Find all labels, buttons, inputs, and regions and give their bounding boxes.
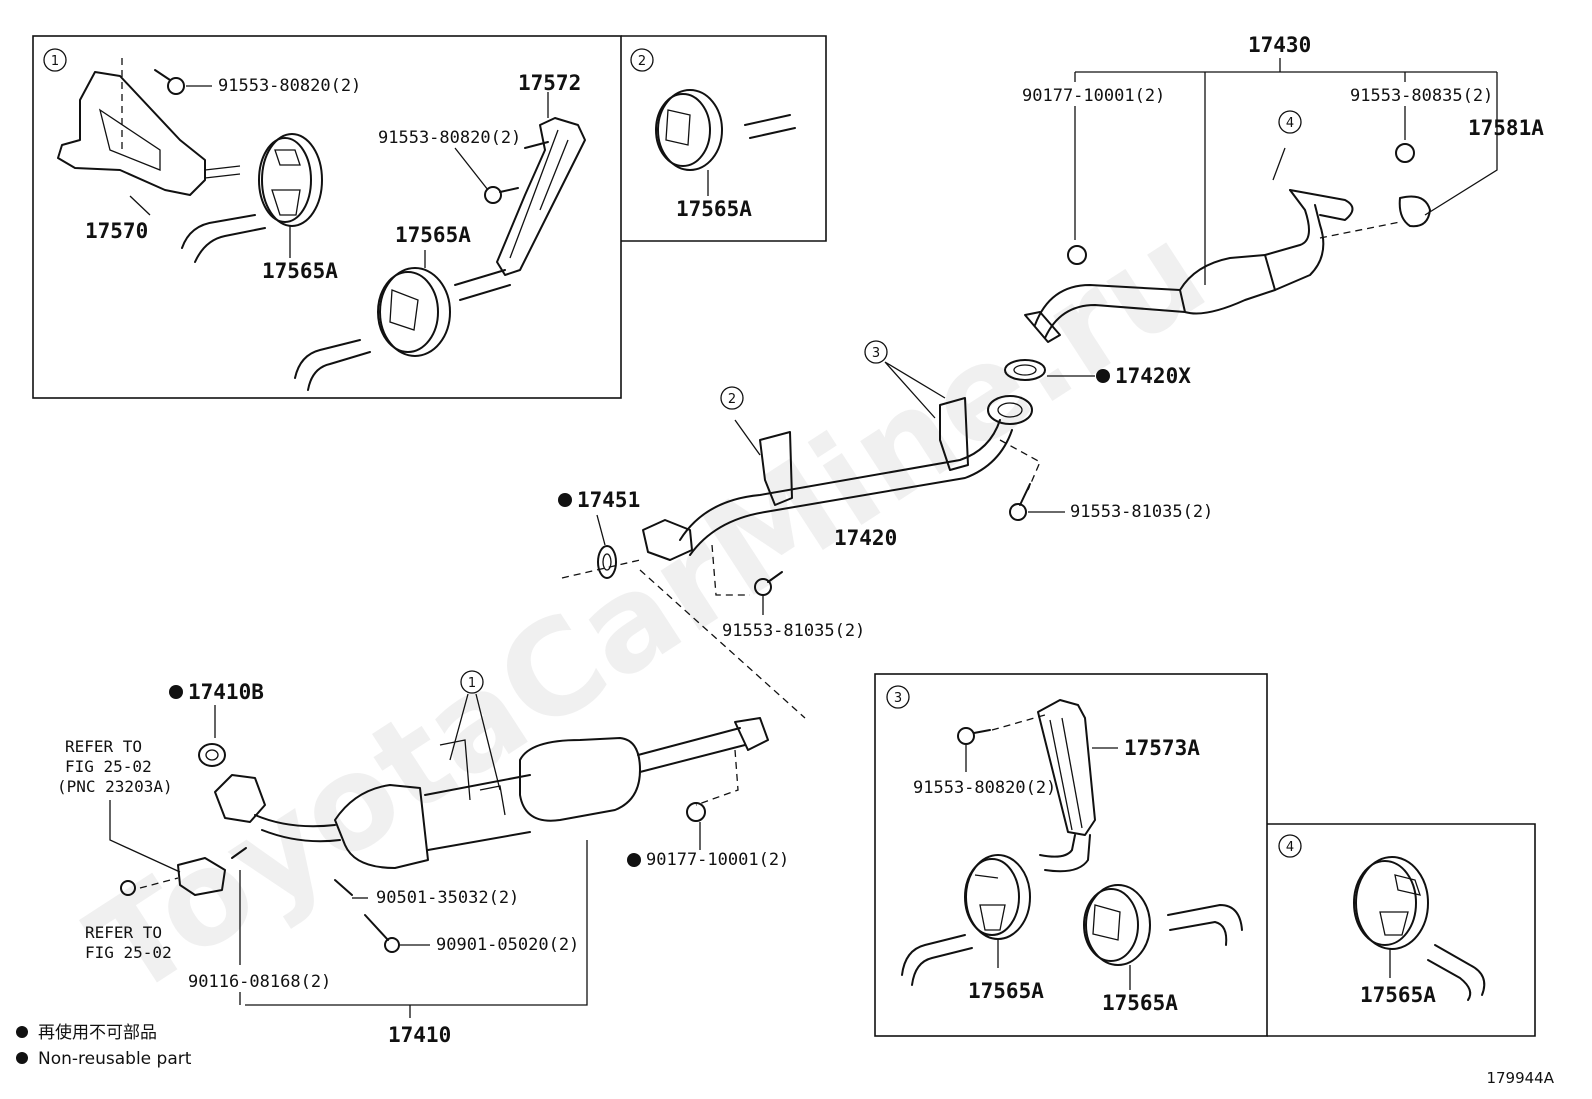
- label-17420: 17420: [834, 526, 897, 550]
- inset-3-box: 3 17573A 91553-80820(2) 17565A 17565A: [874, 673, 1268, 1037]
- label-91553-80820-b: 91553-80820(2): [378, 128, 521, 148]
- label-17570: 17570: [85, 219, 148, 243]
- stud-90116-08168: [231, 847, 247, 859]
- rubber-hanger-17565A-b: [377, 267, 451, 357]
- bracket-17570: [57, 71, 206, 196]
- sensor-bracket: [177, 857, 226, 896]
- label-17565A-inset3-b: 17565A: [1102, 991, 1178, 1015]
- refer-note-upper-line1: REFER TO: [65, 737, 142, 756]
- label-17573A: 17573A: [1124, 736, 1200, 760]
- refer-note-lower-line2: FIG 25-02: [85, 943, 172, 962]
- nut-90177-10001-top: [1067, 245, 1087, 265]
- spring-90501-35032: [334, 879, 353, 896]
- label-91553-80835: 91553-80835(2): [1350, 86, 1493, 106]
- legend-text-jp: 再使用不可部品: [38, 1022, 157, 1043]
- watermark-text: ToyotaCarMine.ru: [64, 195, 1231, 1026]
- callout-2-main: 2: [728, 392, 736, 407]
- label-91553-80820-a: 91553-80820(2): [218, 76, 361, 96]
- legend: 再使用不可部品 Non-reusable part: [16, 1022, 192, 1069]
- tail-pipe-17430: 17430 90177-10001(2) 91553-80835(2) 1758…: [1022, 33, 1544, 343]
- callout-1-main: 1: [468, 676, 476, 691]
- label-91553-80820-inset3: 91553-80820(2): [913, 778, 1056, 798]
- inset-2-box: 2 17565A: [621, 35, 827, 242]
- label-17572: 17572: [518, 71, 581, 95]
- label-17565A-inset4: 17565A: [1360, 983, 1436, 1007]
- inset-3-number: 3: [894, 691, 902, 706]
- bolt-91553-80835: [1395, 143, 1415, 163]
- label-17565A-b: 17565A: [395, 223, 471, 247]
- inset-1-number-circle: [43, 48, 67, 72]
- legend-dot-en: [16, 1052, 28, 1064]
- callout-3-main: 3: [872, 346, 880, 361]
- label-17420X: 17420X: [1115, 364, 1191, 388]
- rubber-hanger-17565A-inset3-b: [1083, 884, 1151, 966]
- inset-2-number: 2: [638, 54, 646, 69]
- inset-4-box: 4 17565A: [1267, 823, 1536, 1037]
- front-pipe-17410: 17410B 1 90177-10001(2) 90501-35032(2) 9…: [57, 670, 789, 1047]
- label-91553-81035-lower: 91553-81035(2): [722, 621, 865, 641]
- legend-text-en: Non-reusable part: [38, 1049, 192, 1069]
- label-17565A-a: 17565A: [262, 259, 338, 283]
- label-17430: 17430: [1248, 33, 1311, 57]
- label-90177-10001-bottom: 90177-10001(2): [646, 850, 789, 870]
- legend-dot-jp: [16, 1026, 28, 1038]
- bracket-17573A: [1037, 699, 1096, 836]
- nut-90177-10001-bottom: [686, 802, 706, 822]
- label-17565A-inset3-a: 17565A: [968, 979, 1044, 1003]
- inset-1-box: 1 91553-80820(2) 17570 17565A 17572: [32, 35, 622, 399]
- rubber-hanger-17565A-inset3-a: [964, 854, 1031, 940]
- label-91553-81035-right: 91553-81035(2): [1070, 502, 1213, 522]
- rubber-hanger-17565A-a: [258, 133, 323, 227]
- bolt-90901-05020: [384, 937, 400, 953]
- bolt-91553-80820-b: [484, 141, 549, 204]
- refer-note-upper-line2: FIG 25-02: [65, 757, 152, 776]
- clamp-17581A: [1398, 195, 1431, 228]
- gasket-17420X: 17420X: [1004, 359, 1191, 388]
- label-90501-35032: 90501-35032(2): [376, 888, 519, 908]
- inset-1-number: 1: [51, 54, 59, 69]
- callout-4-main: 4: [1286, 116, 1294, 131]
- rubber-hanger-17565A-inset4: [1353, 856, 1429, 950]
- main-muffler: [519, 737, 641, 822]
- bracket-17572: [496, 117, 586, 276]
- gasket-17410B: [198, 743, 226, 767]
- label-90901-05020: 90901-05020(2): [436, 935, 579, 955]
- gasket-17451: 17451: [558, 488, 806, 719]
- refer-note-lower-line1: REFER TO: [85, 923, 162, 942]
- label-17451: 17451: [577, 488, 640, 512]
- catalytic-converter-front: [334, 784, 429, 869]
- rubber-hanger-17565A-inset2: [655, 89, 723, 171]
- label-90177-10001-top: 90177-10001(2): [1022, 86, 1165, 106]
- nut-refer: [120, 880, 136, 896]
- bolt-91553-81035-right: [1009, 503, 1027, 521]
- center-pipe-17420: 2 3 17420 91553-81035(2) 91553-81035(2): [642, 340, 1213, 641]
- bolt-91553-80820-a: [154, 69, 185, 95]
- inset-4-number: 4: [1286, 840, 1294, 855]
- label-90116-08168: 90116-08168(2): [188, 972, 331, 992]
- label-17410B: 17410B: [188, 680, 264, 704]
- label-17410: 17410: [388, 1023, 451, 1047]
- refer-note-upper-line3: (PNC 23203A): [57, 777, 173, 796]
- label-17565A-inset2: 17565A: [676, 197, 752, 221]
- figure-number: 179944A: [1486, 1069, 1554, 1087]
- bolt-91553-80820-inset3: [957, 727, 975, 745]
- label-17581A: 17581A: [1468, 116, 1544, 140]
